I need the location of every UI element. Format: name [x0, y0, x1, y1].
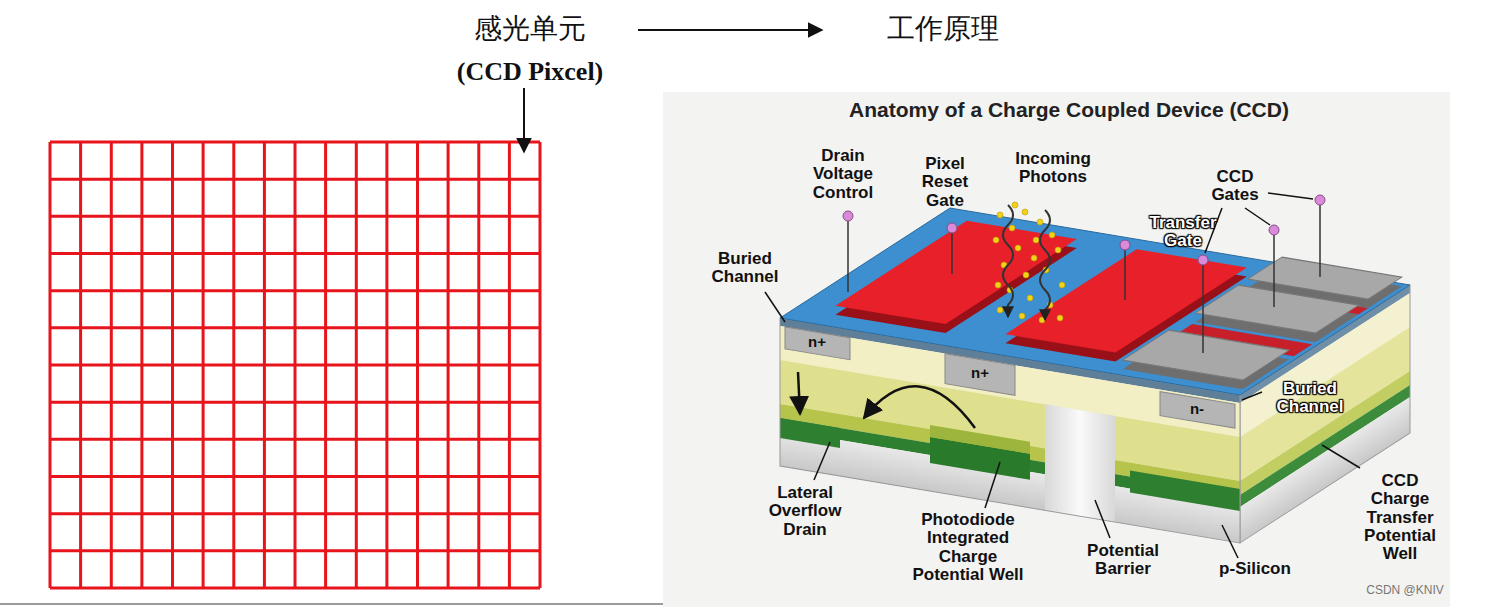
leader-line	[1268, 193, 1313, 199]
photon-dot	[1027, 295, 1033, 301]
photon-dot	[1023, 272, 1029, 278]
photon-dot	[1019, 313, 1025, 319]
drain-well	[780, 418, 840, 448]
photon-path	[1003, 205, 1013, 317]
potential-barrier	[1045, 404, 1115, 522]
pin-head	[1315, 195, 1325, 205]
leader-line	[1322, 445, 1360, 468]
pixel-grid	[50, 142, 540, 588]
part-label: Photodiode Integrated Charge Potential W…	[903, 511, 1033, 584]
photon-dot	[997, 307, 1003, 313]
pin-heads	[843, 195, 1325, 265]
gate-bases	[828, 217, 1402, 389]
page-rule	[0, 603, 665, 605]
part-label: Buried Channel	[700, 250, 790, 287]
photon-dot	[1057, 315, 1063, 321]
part-label: Potential Barrier	[1076, 542, 1171, 579]
photon-dot	[1022, 209, 1028, 215]
part-label: p-Silicon	[1205, 560, 1305, 578]
photodiode-well-rim	[930, 425, 1030, 454]
heading-label: 感光单元	[430, 14, 630, 44]
drain-arrow	[798, 372, 800, 414]
leader-line	[1242, 392, 1262, 400]
picture-title: Anatomy of a Charge Coupled Device (CCD)	[779, 99, 1359, 122]
part-label: Lateral Overflow Drain	[758, 484, 853, 539]
n-minus-region	[1160, 392, 1235, 429]
block-top-face	[780, 208, 1410, 395]
heading-label: (CCD Pixcel)	[420, 58, 640, 86]
photon-dot	[1031, 255, 1037, 261]
photon-dot	[1012, 202, 1018, 208]
heading-label: 工作原理	[843, 14, 1043, 44]
pin-wire	[1124, 250, 1126, 300]
photon-dot	[1049, 232, 1055, 238]
photon-path	[1040, 210, 1050, 320]
photons	[993, 202, 1065, 323]
n-plus-region	[785, 327, 850, 360]
leader-line	[1222, 525, 1238, 558]
pin-head	[1269, 225, 1279, 235]
region-label: n-	[1177, 401, 1217, 417]
pin-wire	[847, 221, 849, 292]
gate-pins	[848, 205, 1320, 353]
part-label: Drain Voltage Control	[798, 147, 888, 202]
part-label: Transfer Gate	[1138, 214, 1228, 251]
overflow-arrow	[864, 386, 975, 428]
ccd-gate	[1248, 257, 1402, 299]
leader-line	[814, 442, 830, 480]
pin-wire	[1319, 205, 1321, 277]
pointer-arrow	[523, 88, 525, 152]
leader-line	[1245, 208, 1270, 225]
part-label: Buried Channel	[1265, 380, 1355, 417]
transfer-well	[1130, 471, 1240, 511]
pin-wire	[1273, 235, 1275, 307]
picture-panel	[663, 92, 1450, 607]
region-label: n+	[797, 334, 837, 350]
pin-head	[947, 223, 957, 233]
leader-line	[765, 292, 785, 322]
photon-dot	[1033, 237, 1039, 243]
gate-tops	[828, 208, 1402, 380]
ccd-gate	[1123, 330, 1289, 380]
leader-line	[985, 462, 1000, 508]
watermark: CSDN @KNIV	[1360, 584, 1450, 597]
leader-lines	[765, 193, 1360, 558]
part-label: CCD Charge Transfer Potential Well	[1358, 472, 1443, 564]
pin-head	[843, 211, 853, 221]
pin-head	[1198, 255, 1208, 265]
photon-dot	[1037, 219, 1043, 225]
part-label: CCD Gates	[1205, 168, 1265, 205]
pin-wire	[1202, 265, 1204, 353]
photon-dot	[997, 212, 1003, 218]
part-label: Incoming Photons	[998, 150, 1108, 187]
photon-dot	[1055, 247, 1061, 253]
n-plus-region	[945, 354, 1015, 396]
pointer-arrow	[638, 29, 822, 31]
photon-dot	[1015, 245, 1021, 251]
region-label: n+	[960, 365, 1000, 381]
photon-dot	[1059, 282, 1065, 288]
leader-line	[1095, 500, 1110, 538]
pin-wire	[951, 233, 953, 274]
pin-head	[1120, 240, 1130, 250]
photon-dot	[993, 237, 999, 243]
photon-dot	[995, 282, 1001, 288]
part-label: Pixel Reset Gate	[908, 155, 983, 210]
photon-dot	[1009, 225, 1015, 231]
